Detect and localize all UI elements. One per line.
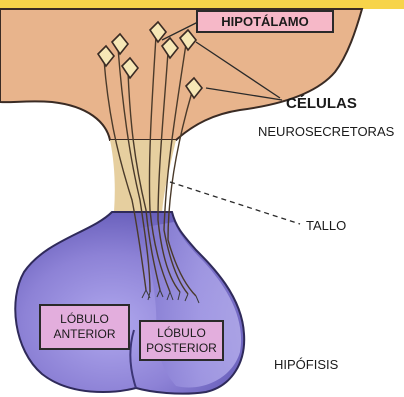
- leader-line-tallo: [170, 182, 300, 224]
- label-lobulo-posterior: LÓBULO POSTERIOR: [139, 320, 224, 361]
- label-hipofisis: HIPÓFISIS: [274, 357, 338, 372]
- label-lobulo-anterior: LÓBULO ANTERIOR: [39, 304, 130, 350]
- lobulo-anterior-line1: LÓBULO: [41, 312, 128, 327]
- lobulo-posterior-line1: LÓBULO: [141, 326, 222, 341]
- label-celulas: CÉLULAS: [286, 95, 357, 112]
- lobulo-anterior-line2: ANTERIOR: [41, 327, 128, 342]
- label-hipotalamo: HIPOTÁLAMO: [196, 10, 334, 33]
- label-tallo: TALLO: [306, 218, 346, 233]
- label-hipotalamo-text: HIPOTÁLAMO: [221, 14, 308, 29]
- top-band: [0, 0, 404, 9]
- lobulo-posterior-line2: POSTERIOR: [141, 341, 222, 356]
- label-neurosecretoras: NEUROSECRETORAS: [258, 124, 394, 139]
